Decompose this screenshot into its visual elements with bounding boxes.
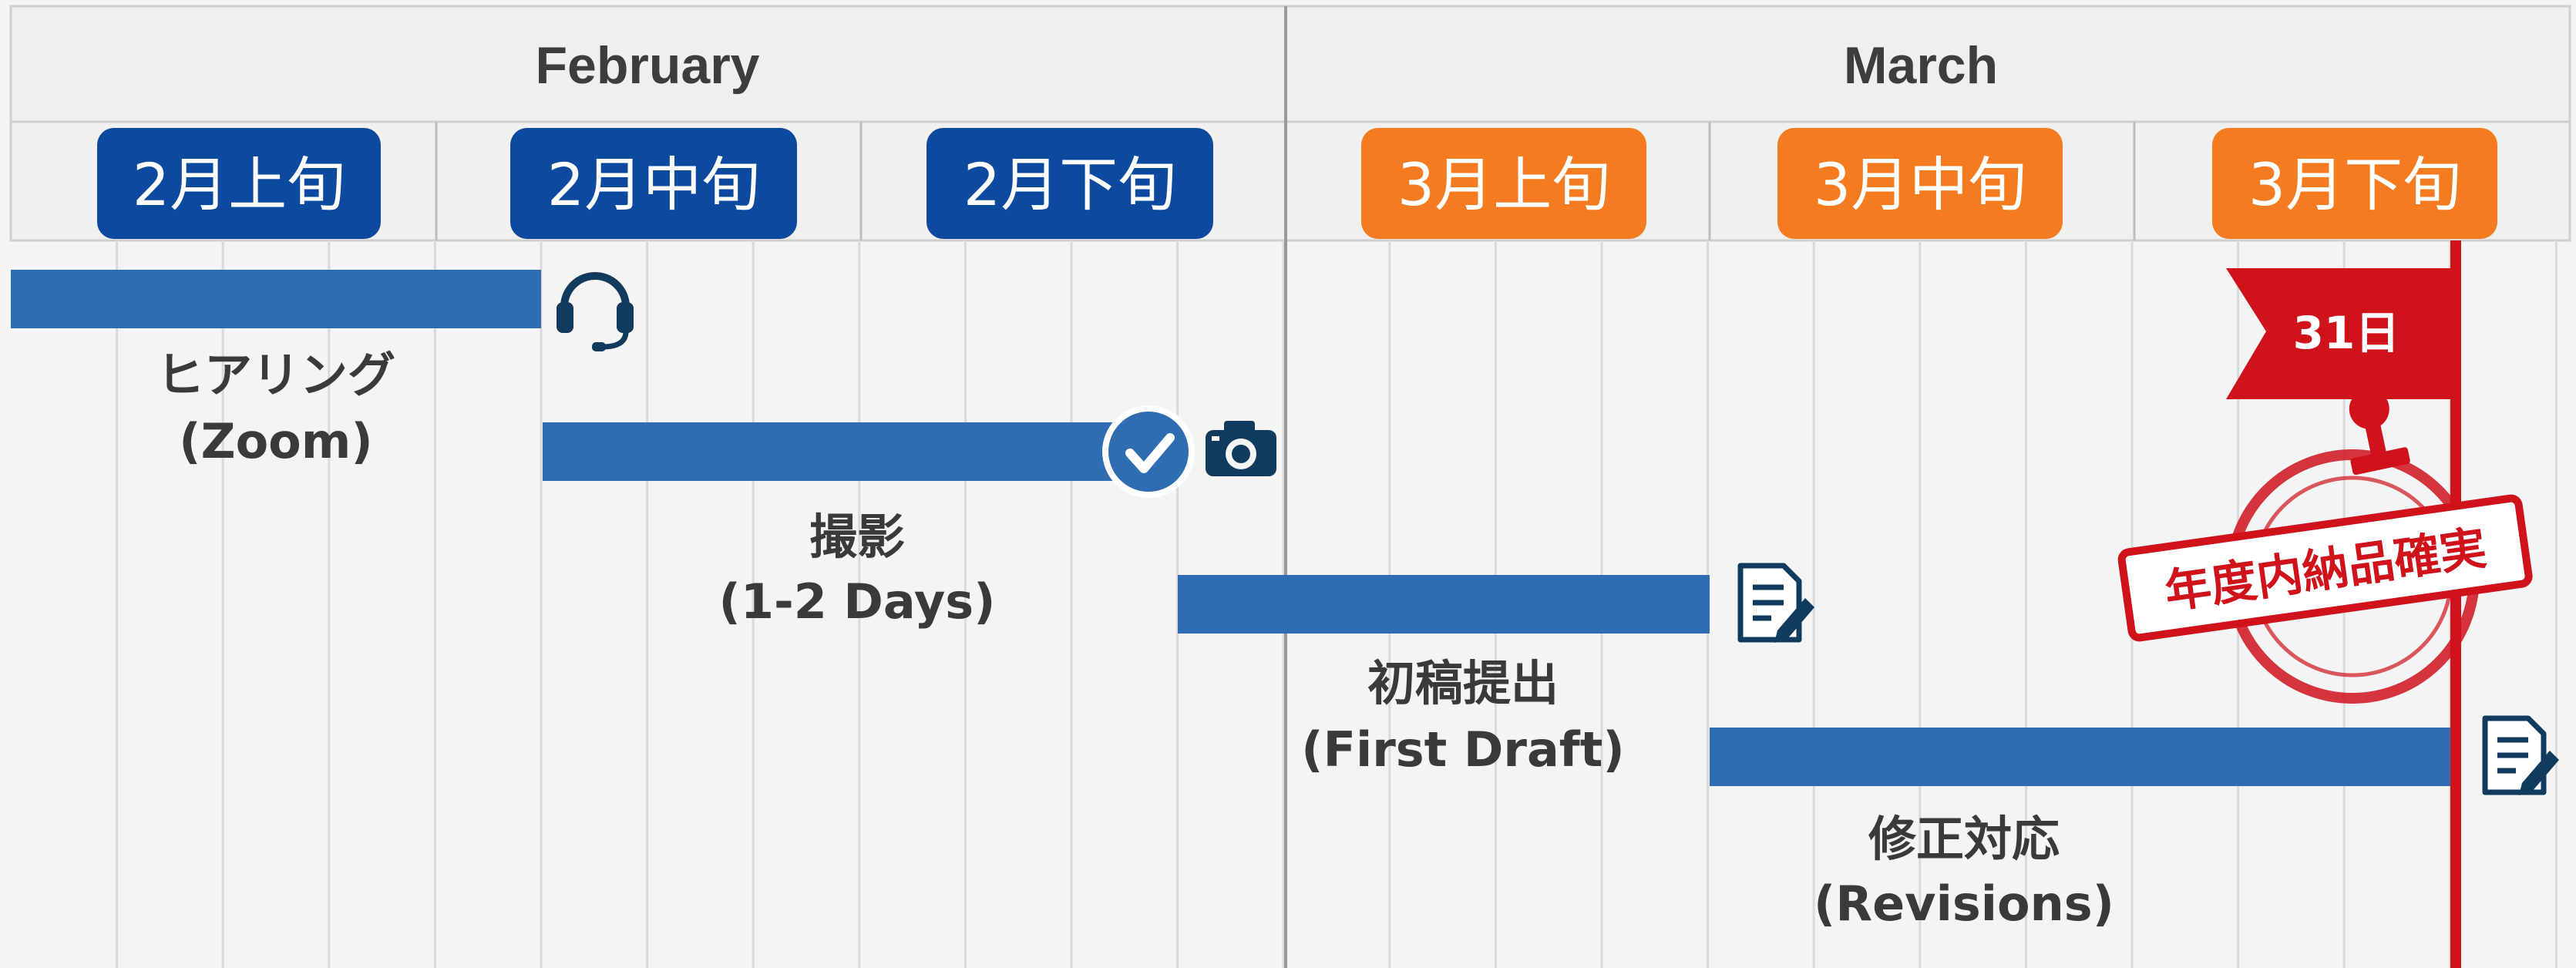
task-label-hearing: ヒアリング (Zoom)	[156, 347, 395, 469]
period-badge-feb-late: 2月下旬	[926, 128, 1213, 239]
task-label-shooting: 撮影 (1-2 Days)	[719, 509, 996, 630]
badge-background	[2212, 128, 2497, 239]
task-bar-hearing	[11, 270, 541, 328]
period-badge-mar-early: 3月上旬	[1361, 128, 1646, 239]
task-name: 撮影	[809, 509, 905, 565]
task-subtitle: (1-2 Days)	[719, 573, 996, 630]
headset-icon	[557, 272, 634, 351]
period-label: 3月下旬	[2248, 150, 2461, 219]
task-subtitle: (Revisions)	[1814, 876, 2114, 932]
period-label: 2月下旬	[963, 150, 1176, 219]
stamp-banner: 年度内納品確実	[2117, 494, 2533, 642]
period-header-row	[9, 120, 2571, 242]
stamp-banner-box	[2117, 494, 2533, 642]
task-name: 修正対応	[1868, 811, 2060, 867]
task-subtitle: (First Draft)	[1301, 721, 1624, 778]
document-edit-icon	[1737, 563, 1814, 643]
check-circle-icon	[1102, 405, 1195, 498]
task-bar-revisions	[1710, 728, 2451, 786]
period-label: 3月中旬	[1814, 150, 2026, 219]
badge-background	[1361, 128, 1646, 239]
task-bar-first-draft	[1178, 575, 1710, 634]
task-label-revisions: 修正対応 (Revisions)	[1814, 811, 2114, 932]
period-label: 2月上旬	[133, 150, 345, 219]
deadline-flag: 31日	[2226, 268, 2451, 399]
period-badge-mar-mid: 3月中旬	[1777, 128, 2063, 239]
period-badge-feb-mid: 2月中旬	[510, 128, 797, 239]
task-label-first-draft: 初稿提出 (First Draft)	[1301, 655, 1624, 778]
task-subtitle: (Zoom)	[179, 413, 372, 469]
completion-stamp: 年度内納品確実	[2117, 388, 2533, 704]
task-name: 初稿提出	[1367, 655, 1559, 711]
task-name: ヒアリング	[156, 347, 395, 403]
month-header-row	[9, 5, 2571, 123]
badge-background	[926, 128, 1213, 239]
month-label-march: March	[1844, 36, 1998, 95]
period-badge-mar-late: 3月下旬	[2212, 128, 2497, 239]
badge-background	[97, 128, 381, 239]
period-badge-feb-early: 2月上旬	[97, 128, 381, 239]
month-label-february: February	[536, 36, 760, 95]
badge-background	[1777, 128, 2063, 239]
deadline-flag-label: 31日	[2293, 307, 2400, 359]
camera-icon	[1206, 421, 1276, 476]
badge-background	[510, 128, 797, 239]
document-edit-icon	[2482, 715, 2559, 795]
header-dividers	[435, 6, 2136, 968]
flag-shape	[2226, 268, 2451, 399]
task-bar-shooting	[543, 422, 1152, 481]
period-label: 3月上旬	[1397, 150, 1610, 219]
period-label: 2月中旬	[547, 150, 760, 219]
